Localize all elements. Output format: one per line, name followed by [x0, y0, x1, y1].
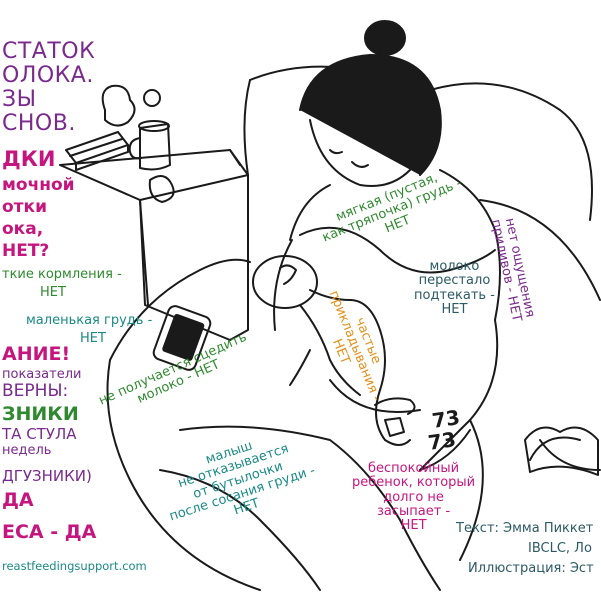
toy: [101, 84, 161, 127]
bedside-table: [59, 149, 249, 341]
small-breast-answer: НЕТ: [80, 331, 106, 346]
shorts-number-2: 73: [426, 427, 458, 455]
title-line-3: ЗЫ: [2, 87, 37, 112]
baby: [252, 255, 411, 446]
question-line-5: НЕТ?: [2, 241, 50, 261]
question-line-2: мочной: [2, 175, 75, 195]
question-line-4: ока,: [2, 219, 44, 239]
credit-text-author-title: IBCLC, Ло: [528, 541, 592, 556]
cup-icon: [128, 120, 171, 171]
question-line-3: отки: [2, 197, 47, 217]
mother-head: [299, 20, 442, 187]
credit-text-author: Текст: Эмма Пиккет: [456, 521, 594, 536]
weeks-label: недель: [2, 443, 52, 458]
question-line-1: ДКИ: [2, 147, 56, 171]
title-line-1: СТАТОК: [2, 39, 96, 64]
short-feeds-answer: НЕТ: [40, 285, 66, 300]
pillow: [524, 426, 599, 476]
shorts-stripes: [419, 429, 471, 471]
cloth: [148, 175, 175, 203]
weight-yes-heading: ЕСА - ДА: [2, 521, 97, 543]
website-link[interactable]: reastfeedingsupport.com: [2, 559, 147, 573]
restless-baby-line-1: беспокойный: [368, 461, 460, 476]
mother-hand: [289, 349, 416, 415]
small-breast-label: маленькая грудь -: [26, 313, 153, 328]
no-leak-line-1: молоко: [429, 259, 480, 274]
mother-body: [159, 169, 501, 591]
yes-heading: ДА: [2, 489, 34, 511]
attention-heading: АНИЕ!: [2, 343, 71, 365]
restless-baby-line-2: ребенок, который: [352, 475, 476, 491]
stool-label: ТА СТУЛА: [2, 425, 77, 443]
no-leak-line-4: НЕТ: [441, 301, 468, 317]
no-leak-line-3: подтекать -: [414, 287, 495, 303]
sofa: [106, 65, 601, 591]
credit-illustration: Иллюстрация: Эст: [468, 561, 594, 576]
diapers-heading: ЗНИКИ: [2, 403, 79, 425]
indicators-label: показатели: [2, 367, 82, 382]
restless-baby-line-4: засыпает -: [376, 503, 451, 519]
short-feeds-label: ткие кормления -: [2, 267, 122, 282]
title-line-4: СНОВ.: [2, 111, 76, 136]
annotation-no-leak: молоко перестало подтекать - НЕТ: [414, 259, 495, 317]
phone-icon: [152, 305, 212, 371]
no-leak-line-2: перестало: [418, 273, 491, 289]
books: [65, 131, 129, 171]
restless-baby-line-3: долго не: [383, 489, 444, 505]
diapers-paren: ДГУЗНИКИ): [2, 467, 92, 485]
annotation-restless-baby: беспокойный ребенок, который долго не за…: [352, 461, 476, 534]
restless-baby-line-5: НЕТ: [400, 518, 427, 534]
title-line-2: ОЛОКА.: [2, 63, 94, 88]
correct-label: ВЕРНЫ:: [2, 381, 69, 401]
